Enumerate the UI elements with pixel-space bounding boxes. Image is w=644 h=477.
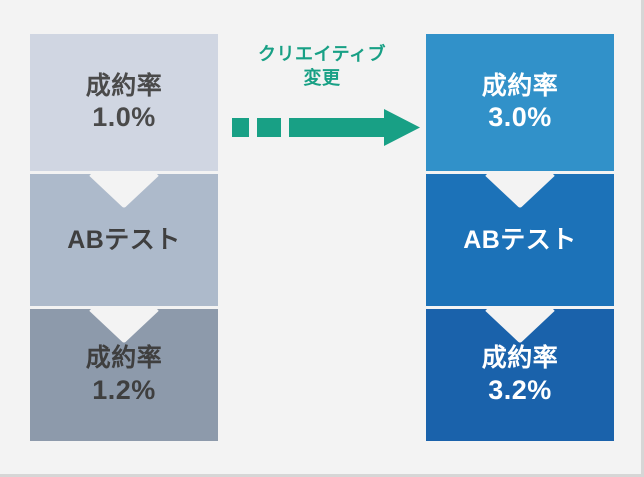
stage-label: 成約率 [85, 344, 163, 373]
chevron-notch-icon [30, 174, 218, 208]
stage-value: 1.2% [92, 374, 156, 405]
after-funnel: 成約率 3.0% ABテスト 成約率 3.2% [426, 34, 614, 441]
stage-label: ABテスト [463, 225, 577, 254]
stage-label: 成約率 [481, 344, 559, 373]
chevron-notch-icon [426, 174, 614, 208]
stage-value: 3.0% [488, 102, 552, 133]
dashed-right-arrow-icon [231, 108, 421, 148]
before-funnel: 成約率 1.0% ABテスト 成約率 1.2% [30, 34, 218, 441]
before-stage-conversion-rate-bottom: 成約率 1.2% [30, 309, 218, 441]
stage-value: 1.0% [92, 102, 156, 133]
stage-label: ABテスト [67, 225, 181, 254]
annotation-line-1: クリエイティブ [257, 44, 387, 64]
annotation-line-2: 変更 [303, 68, 341, 89]
after-stage-ab-test: ABテスト [426, 174, 614, 306]
after-stage-conversion-rate-top: 成約率 3.0% [426, 34, 614, 171]
stage-value: 3.2% [488, 374, 552, 405]
creative-change-annotation: クリエイティブ 変更 [231, 42, 413, 91]
stage-label: 成約率 [85, 71, 163, 100]
stage-label: 成約率 [481, 71, 559, 100]
before-stage-ab-test: ABテスト [30, 174, 218, 306]
after-stage-conversion-rate-bottom: 成約率 3.2% [426, 309, 614, 441]
chevron-notch-icon [426, 309, 614, 343]
chevron-notch-icon [30, 309, 218, 343]
before-stage-conversion-rate-top: 成約率 1.0% [30, 34, 218, 171]
